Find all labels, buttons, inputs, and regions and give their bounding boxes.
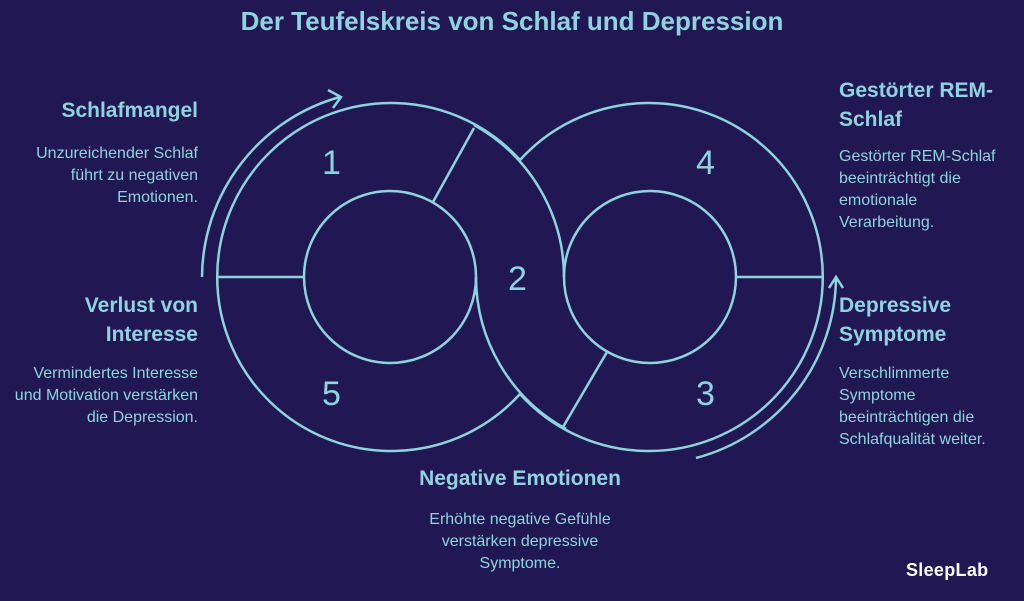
step-5-text: Vermindertes Interesse und Motivation ve… xyxy=(14,365,198,426)
arrow-top-left xyxy=(200,95,341,278)
divider-1-2 xyxy=(431,127,476,203)
step-number-3: 3 xyxy=(696,375,715,413)
step-3-heading: Depressive Symptome xyxy=(839,294,952,346)
step-2-heading: Negative Emotionen xyxy=(419,467,621,490)
step-number-2: 2 xyxy=(508,260,527,298)
left-inner-circle xyxy=(302,189,478,365)
step-5-block: Verlust von Interesse Vermindertes Inter… xyxy=(8,291,198,429)
page-title: Der Teufelskreis von Schlaf und Depressi… xyxy=(240,6,784,36)
arrow-top-left-head xyxy=(327,88,343,109)
sleeplab-logo: SleepLab xyxy=(906,560,989,580)
step-number-4: 4 xyxy=(696,144,715,182)
left-outer-ring-inner-section xyxy=(473,123,566,278)
right-inner-circle xyxy=(562,189,738,365)
step-4-text: Gestörter REM-Schlaf beeinträchtigt die … xyxy=(839,148,996,231)
right-outer-ring xyxy=(519,101,824,453)
divider-2-3 xyxy=(561,351,609,428)
step-1-text: Unzureichender Schlaf führt zu negativen… xyxy=(36,145,198,206)
step-1-block: Schlafmangel Unzureichender Schlaf führt… xyxy=(10,96,198,209)
step-3-text: Verschlimmerte Symptome beeinträchtigen … xyxy=(839,365,986,448)
right-outer-ring-inner-section xyxy=(474,276,567,431)
step-1-heading: Schlafmangel xyxy=(61,99,198,122)
step-5-heading: Verlust von Interesse xyxy=(84,294,198,346)
step-3-block: Depressive Symptome Verschlimmerte Sympt… xyxy=(839,291,1019,451)
step-2-text: Erhöhte negative Gefühle verstärken depr… xyxy=(429,511,611,572)
step-number-5: 5 xyxy=(322,375,341,413)
step-4-heading: Gestörter REM-Schlaf xyxy=(839,79,994,131)
arrow-bottom-right-head xyxy=(827,274,845,289)
arrow-bottom-right xyxy=(695,276,838,460)
step-4-block: Gestörter REM-Schlaf Gestörter REM-Schla… xyxy=(839,76,1009,234)
step-2-block: Negative Emotionen Erhöhte negative Gefü… xyxy=(395,464,645,575)
step-number-1: 1 xyxy=(322,144,341,182)
